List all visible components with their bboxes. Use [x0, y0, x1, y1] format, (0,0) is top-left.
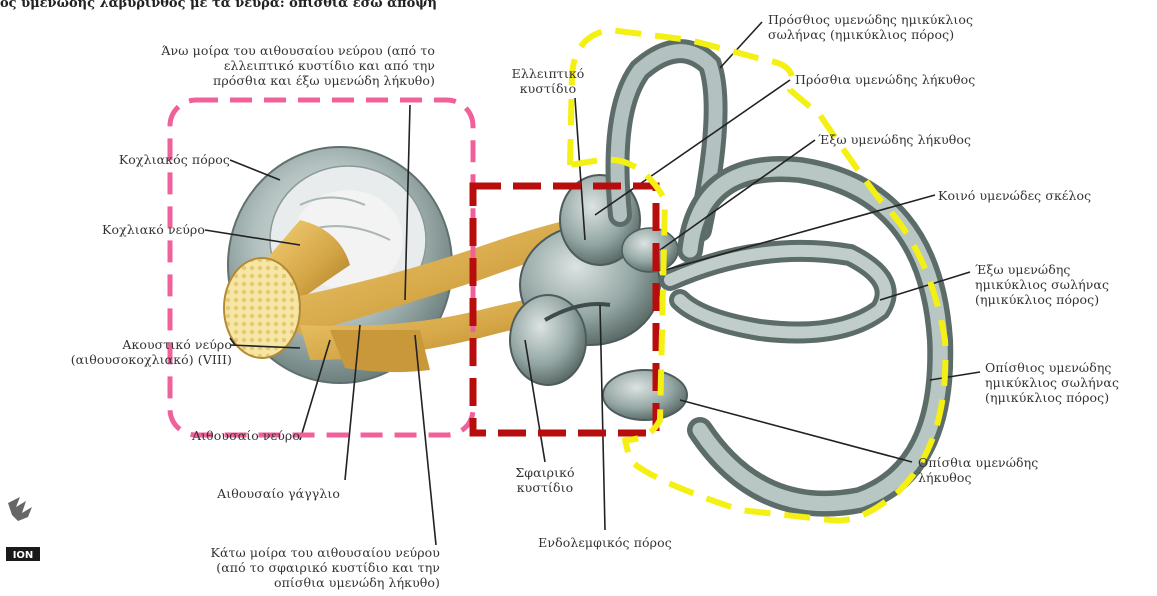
- label-anterior-semicircular-duct: Πρόσθιος υμενώδης ημικύκλιος σωλήνας (ημ…: [768, 12, 973, 42]
- label-endolymphatic-duct: Ενδολεμφικός πόρος: [515, 535, 695, 550]
- label-anterior-ampulla: Πρόσθια υμενώδης λήκυθος: [795, 72, 975, 87]
- svg-text:ION: ION: [13, 550, 34, 561]
- label-saccule: Σφαιρικό κυστίδιο: [500, 465, 590, 495]
- label-posterior-ampulla: Οπίσθια υμενώδης λήκυθος: [918, 455, 1038, 485]
- label-lateral-ampulla: Έξω υμενώδης λήκυθος: [818, 132, 971, 147]
- semicircular-ducts-shape: [618, 51, 941, 503]
- label-posterior-semicircular-duct: Οπίσθιος υμενώδης ημικύκλιος σωλήνας (ημ…: [985, 360, 1119, 405]
- label-superior-vestibular-nerve: Άνω μοίρα του αιθουσαίου νεύρου (από το …: [145, 43, 435, 88]
- label-vestibular-ganglion: Αιθουσαίο γάγγλιο: [140, 486, 340, 501]
- label-cochlear-duct: Κοχλιακός πόρος: [40, 152, 230, 167]
- label-acoustic-nerve: Ακουστικό νεύρο (αιθουσοκοχλιακό) (VIII): [0, 337, 232, 367]
- label-lateral-semicircular-duct: Έξω υμενώδης ημικύκλιος σωλήνας (ημικύκλ…: [975, 262, 1109, 307]
- label-cochlear-nerve: Κοχλιακό νεύρο: [20, 222, 205, 237]
- label-common-crus: Κοινό υμενώδες σκέλος: [938, 188, 1091, 203]
- label-inferior-vestibular-nerve: Κάτω μοίρα του αιθουσαίου νεύρου (από το…: [110, 545, 440, 590]
- label-vestibular-nerve: Αιθουσαίο νεύρο: [100, 428, 300, 443]
- publisher-logo-icon: ION: [2, 495, 44, 575]
- label-utricle: Ελλειπτικό κυστίδιο: [503, 66, 593, 96]
